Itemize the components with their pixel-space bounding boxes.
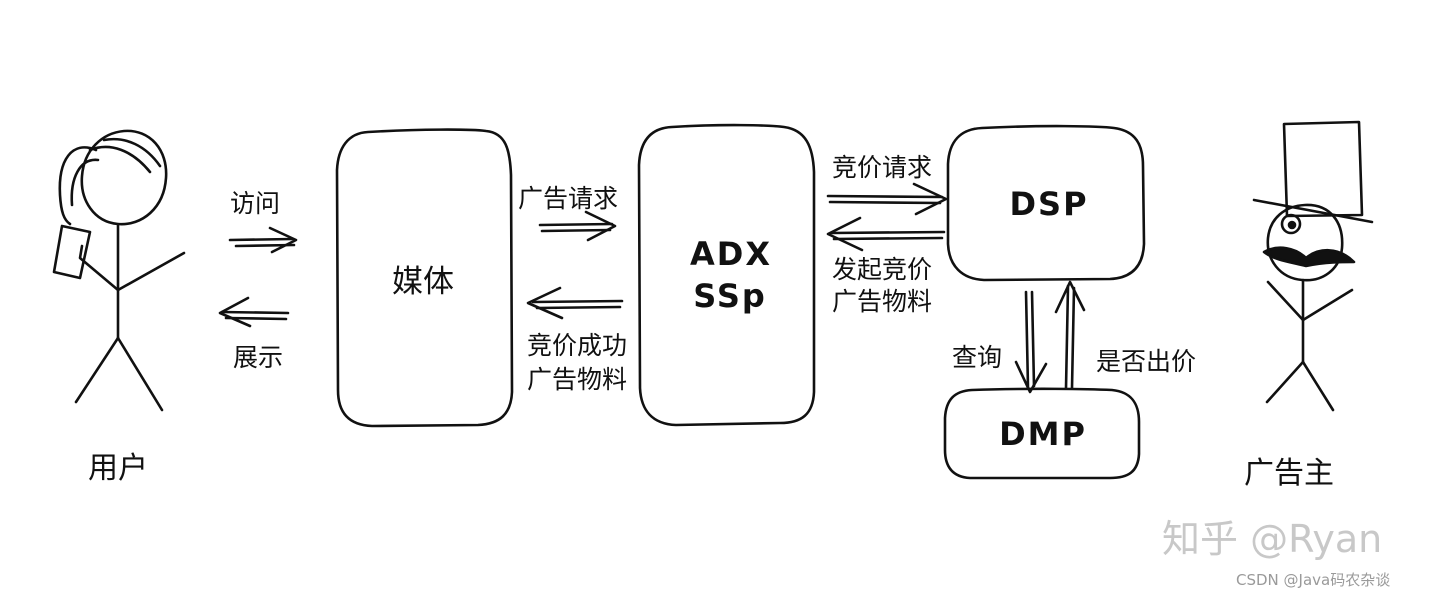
adx-ssp-box (637, 123, 816, 427)
bid-reply-label-line2: 广告物料 (832, 287, 933, 316)
display-label: 展示 (233, 343, 284, 372)
dsp-box (946, 124, 1146, 282)
dsp-label: DSP (1009, 185, 1089, 223)
adx-label: ADX (690, 235, 772, 273)
bid-request-arrow (826, 182, 948, 216)
query-arrow (1014, 290, 1048, 394)
bid-success-label-line2: 广告物料 (527, 365, 628, 394)
visit-label: 访问 (230, 189, 281, 218)
ad-request-label: 广告请求 (518, 184, 619, 213)
query-label: 查询 (952, 343, 1003, 372)
visit-arrow (228, 226, 298, 254)
ad-request-arrow (538, 210, 617, 242)
dmp-box (943, 387, 1141, 480)
bid-reply-arrow (826, 216, 946, 252)
bid-success-label-line1: 竞价成功 (527, 331, 628, 360)
media-box (335, 128, 514, 428)
advertiser-figure-icon (1252, 120, 1374, 412)
dmp-label: DMP (999, 415, 1087, 453)
ssp-label: SSp (693, 277, 767, 315)
user-label: 用户 (88, 451, 148, 486)
zhihu-watermark: 知乎 @Ryan (1162, 517, 1383, 561)
bid-request-label: 竞价请求 (832, 153, 933, 182)
user-figure-icon (52, 129, 186, 412)
whether-bid-arrow (1054, 280, 1086, 390)
advertiser-label: 广告主 (1244, 456, 1334, 491)
bid-reply-label-line1: 发起竞价 (832, 255, 933, 284)
whether-bid-label: 是否出价 (1096, 347, 1197, 376)
bid-success-arrow (526, 286, 624, 320)
media-label: 媒体 (392, 264, 454, 300)
display-arrow (218, 296, 290, 328)
csdn-watermark: CSDN @Java码农杂谈 (1236, 571, 1391, 589)
